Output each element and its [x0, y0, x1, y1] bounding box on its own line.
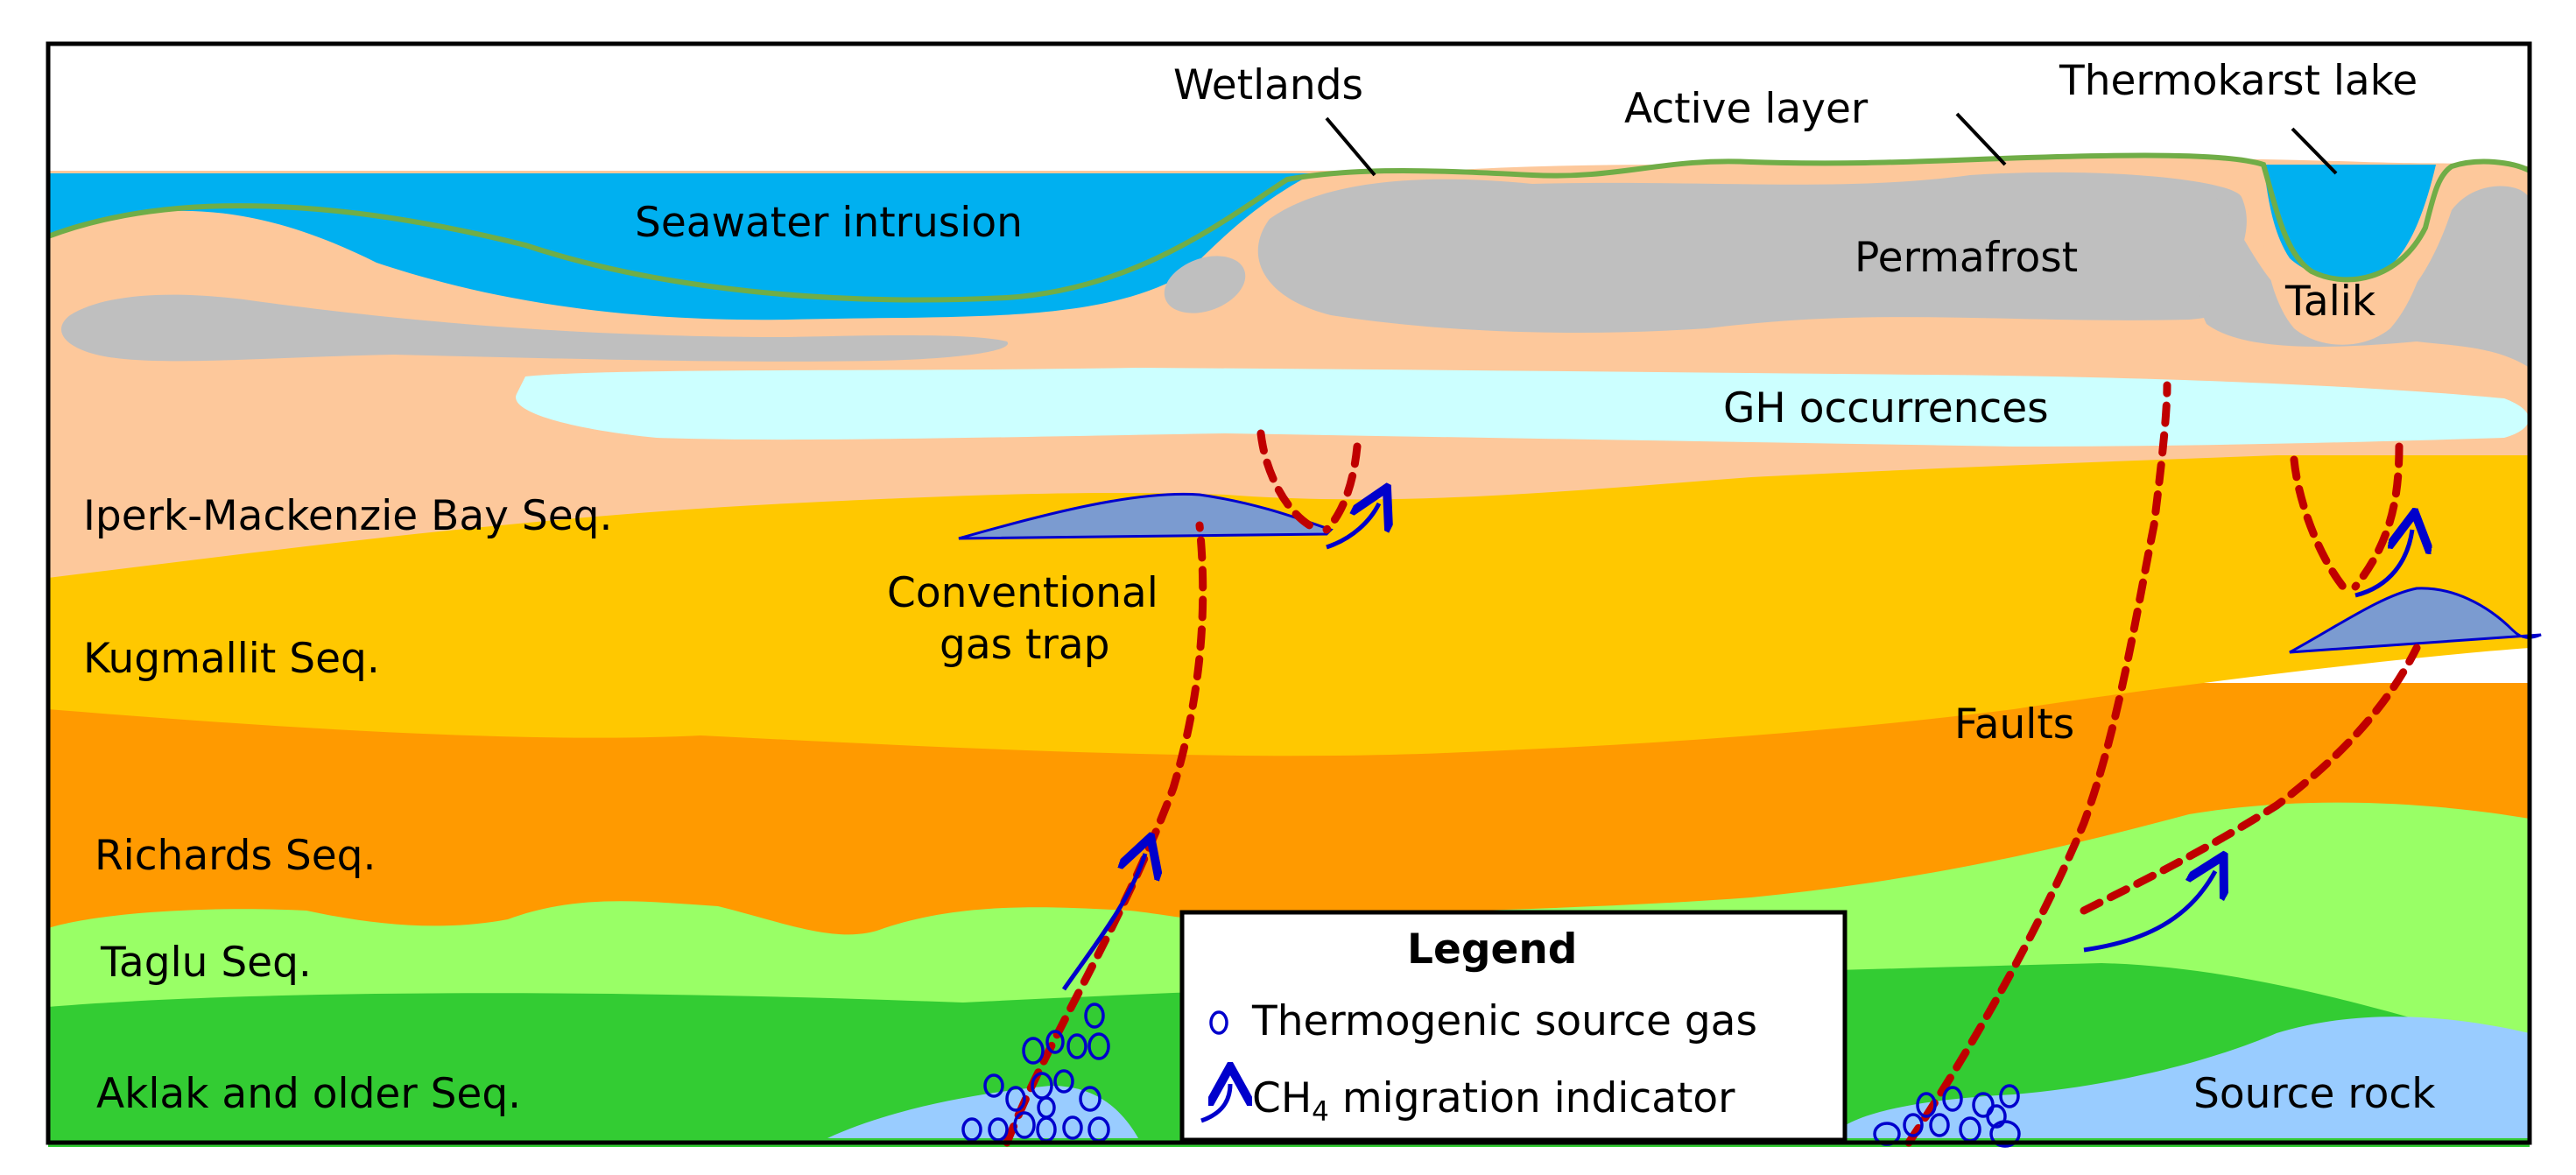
label-sequence-taglu: Taglu Seq.: [100, 939, 312, 987]
permafrost-body: [1257, 172, 2260, 333]
gh-occurrences: [516, 368, 2530, 447]
fault-left-top-b: [1322, 442, 1362, 534]
label-conventional-gas-trap-2: gas trap: [940, 621, 1109, 669]
gas-bubbles-right: [1873, 1084, 2021, 1148]
label-thermokarst-lake: Thermokarst lake: [2059, 57, 2418, 105]
diagram-frame: [46, 41, 2532, 1145]
migration-arrow-left-top: [1326, 503, 1379, 550]
leader-active-layer: [1955, 112, 2007, 166]
migration-arrow-right-top: [2354, 530, 2412, 598]
migration-arrow-left-lower: [1061, 854, 1145, 991]
label-wetlands: Wetlands: [1173, 61, 1363, 109]
label-source-rock: Source rock: [2193, 1070, 2436, 1118]
active-layer-line: [46, 152, 2531, 303]
label-faults: Faults: [1954, 700, 2074, 749]
legend: Legend Thermogenic source gas CH4 migrat…: [1179, 910, 1848, 1143]
fault-right-branch: [2080, 644, 2421, 915]
leader-wetlands: [1325, 116, 1376, 177]
gas-trap-right: [2289, 587, 2542, 654]
legend-box: [1179, 910, 1848, 1143]
thermokarst-lake: [2263, 165, 2436, 278]
label-permafrost: Permafrost: [1855, 234, 2078, 282]
source-rock-right: [1830, 1017, 2530, 1138]
label-active-layer: Active layer: [1624, 85, 1869, 133]
legend-subscript: 4: [1312, 1096, 1329, 1128]
fault-right-main: [1904, 381, 2171, 1147]
migration-arrows: [1061, 503, 2412, 991]
migration-arrow-right-lower: [2083, 871, 2215, 953]
permafrost-lens-small: [1164, 256, 1246, 313]
label-sequence-kugmallit: Kugmallit Seq.: [83, 635, 380, 683]
permafrost-right: [2199, 186, 2530, 368]
source-rock-left: [827, 1086, 1138, 1138]
label-sequence-richards: Richards Seq.: [95, 832, 376, 880]
layer-richards: [48, 683, 2530, 935]
seawater-intrusion: [48, 173, 1313, 320]
label-seawater-intrusion: Seawater intrusion: [635, 199, 1023, 247]
legend-item-thermogenic-gas: Thermogenic source gas: [1251, 997, 1757, 1045]
fault-left-top-a: [1256, 429, 1322, 534]
circle-icon: [1209, 1010, 1228, 1035]
curved-arrow-icon: [1200, 1084, 1230, 1123]
leader-thermokarst-lake: [2291, 127, 2338, 175]
label-sequence-iperk: Iperk-Mackenzie Bay Seq.: [83, 492, 612, 540]
legend-item-ch4-migration: CH4 migration indicator: [1252, 1074, 1735, 1128]
label-sequence-aklak: Aklak and older Seq.: [96, 1070, 521, 1118]
permafrost-lens-long: [61, 294, 1009, 362]
legend-title: Legend: [1407, 925, 1577, 974]
label-talik: Talik: [2284, 278, 2376, 326]
label-conventional-gas-trap-1: Conventional: [887, 569, 1158, 617]
fault-right-top-a: [2290, 455, 2351, 595]
label-gh-occurrences: GH occurrences: [1723, 384, 2049, 433]
layer-kugmallit: [48, 438, 2530, 756]
